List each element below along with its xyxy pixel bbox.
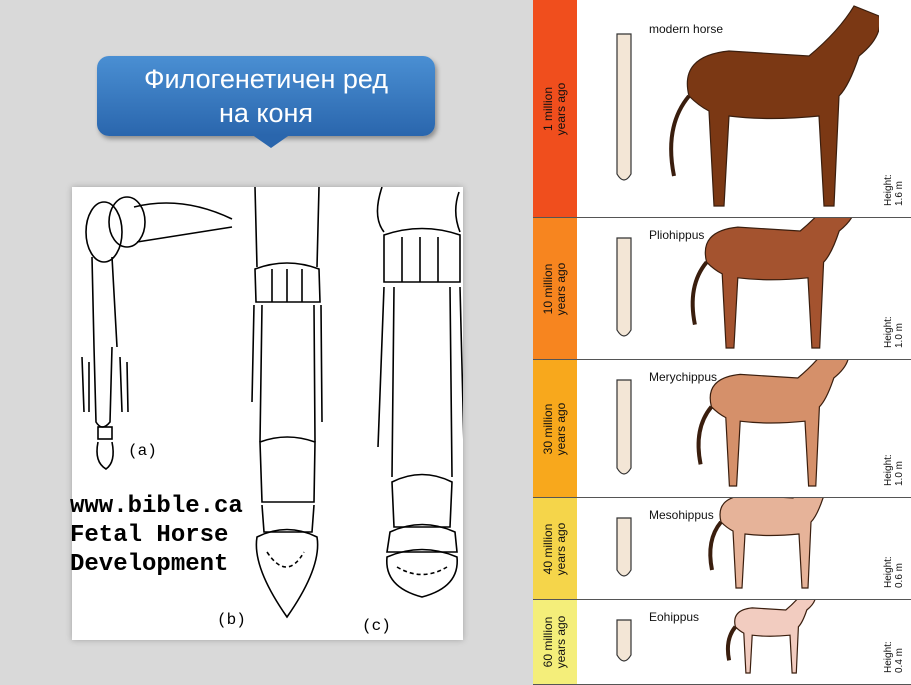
fetal-horse-illustration: (a) (b) (c) www.bible.ca Fetal Horse Dev… (72, 187, 463, 640)
height-label-line: Height: (883, 454, 894, 486)
label-b: (b) (217, 611, 246, 629)
era-label-line: years ago (555, 402, 568, 455)
watermark-line-3: Development (70, 550, 243, 579)
height-label: Height:0.4 m (883, 641, 905, 673)
label-a: (a) (128, 442, 157, 460)
species-drawing (579, 360, 879, 496)
height-label-line: 1.0 m (894, 316, 905, 348)
left-panel: Филогенетичен ред на коня (0, 0, 533, 685)
title-line-2: на коня (97, 96, 435, 130)
watermark-line-2: Fetal Horse (70, 521, 243, 550)
height-label-line: 1.6 m (894, 174, 905, 206)
horse-silhouette (710, 498, 835, 588)
height-label: Height:0.6 m (883, 556, 905, 588)
height-label-line: Height: (883, 641, 894, 673)
species-drawing (579, 218, 879, 358)
horse-silhouette (693, 218, 856, 348)
foot-bone-icon (617, 238, 631, 336)
horse-silhouette (728, 600, 816, 673)
height-label: Height:1.0 m (883, 454, 905, 486)
era-label-line: years ago (555, 82, 568, 135)
limb-b (252, 187, 322, 617)
height-label-line: Height: (883, 316, 894, 348)
foot-bone-icon (617, 620, 631, 661)
height-label: Height:1.0 m (883, 316, 905, 348)
watermark-text: www.bible.ca Fetal Horse Development (70, 492, 243, 579)
height-label: Height:1.6 m (883, 174, 905, 206)
species-drawing (579, 498, 879, 598)
foot-bone-icon (617, 518, 631, 576)
height-label-line: Height: (883, 174, 894, 206)
species-drawing (579, 600, 879, 683)
height-label-line: 1.0 m (894, 454, 905, 486)
limb-c (377, 187, 463, 597)
height-label-line: Height: (883, 556, 894, 588)
horse-silhouette (671, 6, 879, 206)
title-line-1: Филогенетичен ред (97, 62, 435, 96)
limb-a (82, 197, 232, 469)
era-label-line: years ago (555, 522, 568, 575)
title-callout: Филогенетичен ред на коня (97, 56, 435, 148)
era-label-line: years ago (555, 616, 568, 669)
watermark-line-1: www.bible.ca (70, 492, 243, 521)
foot-bone-icon (617, 380, 631, 474)
height-label-line: 0.4 m (894, 641, 905, 673)
foot-bone-icon (617, 34, 631, 180)
era-label-line: years ago (555, 262, 568, 315)
label-c: (c) (362, 617, 391, 635)
height-label-line: 0.6 m (894, 556, 905, 588)
species-drawing (579, 0, 879, 216)
horse-silhouette (699, 360, 849, 486)
